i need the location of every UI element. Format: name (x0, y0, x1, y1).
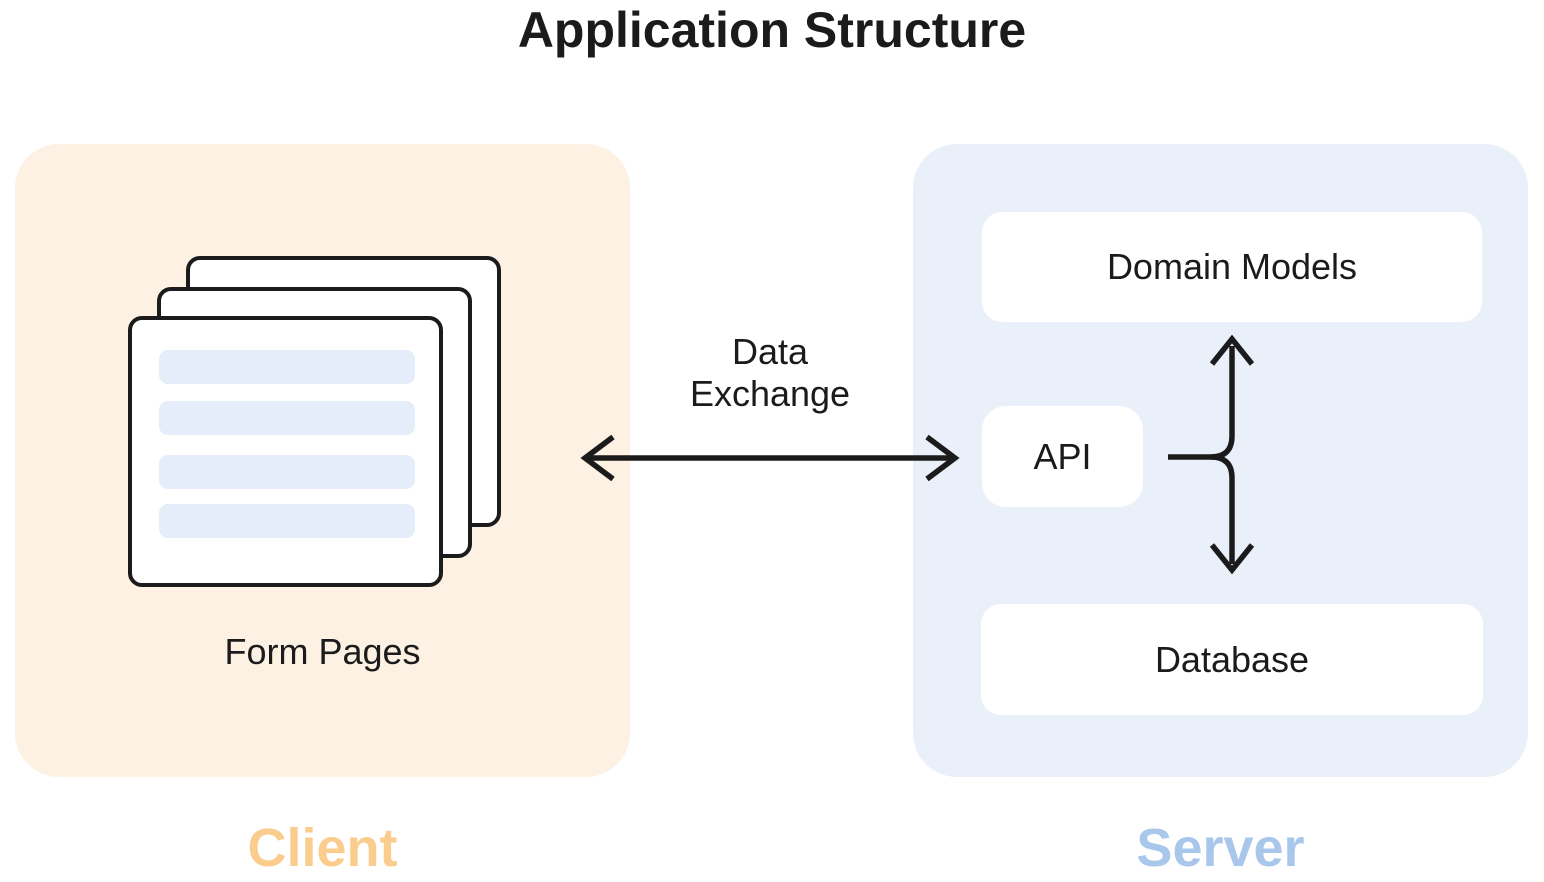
form-field-bar (159, 350, 415, 384)
api-node: API (982, 406, 1143, 507)
data-exchange-arrow (580, 434, 960, 482)
api-label: API (1033, 435, 1092, 477)
database-label: Database (1154, 638, 1310, 680)
page-sheet-front (128, 316, 443, 587)
form-pages-icon (15, 144, 630, 777)
server-caption: Server (1136, 818, 1305, 878)
client-group-box: Form Pages (15, 144, 630, 777)
form-field-bar (159, 504, 415, 538)
form-field-bar (159, 455, 415, 489)
client-caption: Client (247, 818, 398, 878)
server-group-box: Domain Models API Database (913, 144, 1528, 777)
domain-models-node: Domain Models (982, 212, 1482, 322)
form-pages-label: Form Pages (224, 631, 421, 672)
database-node: Database (981, 604, 1483, 715)
form-field-bar (159, 401, 415, 435)
data-exchange-label: Data Exchange (689, 331, 851, 414)
domain-models-label: Domain Models (1106, 246, 1358, 287)
page-title: Application Structure (517, 2, 1027, 58)
